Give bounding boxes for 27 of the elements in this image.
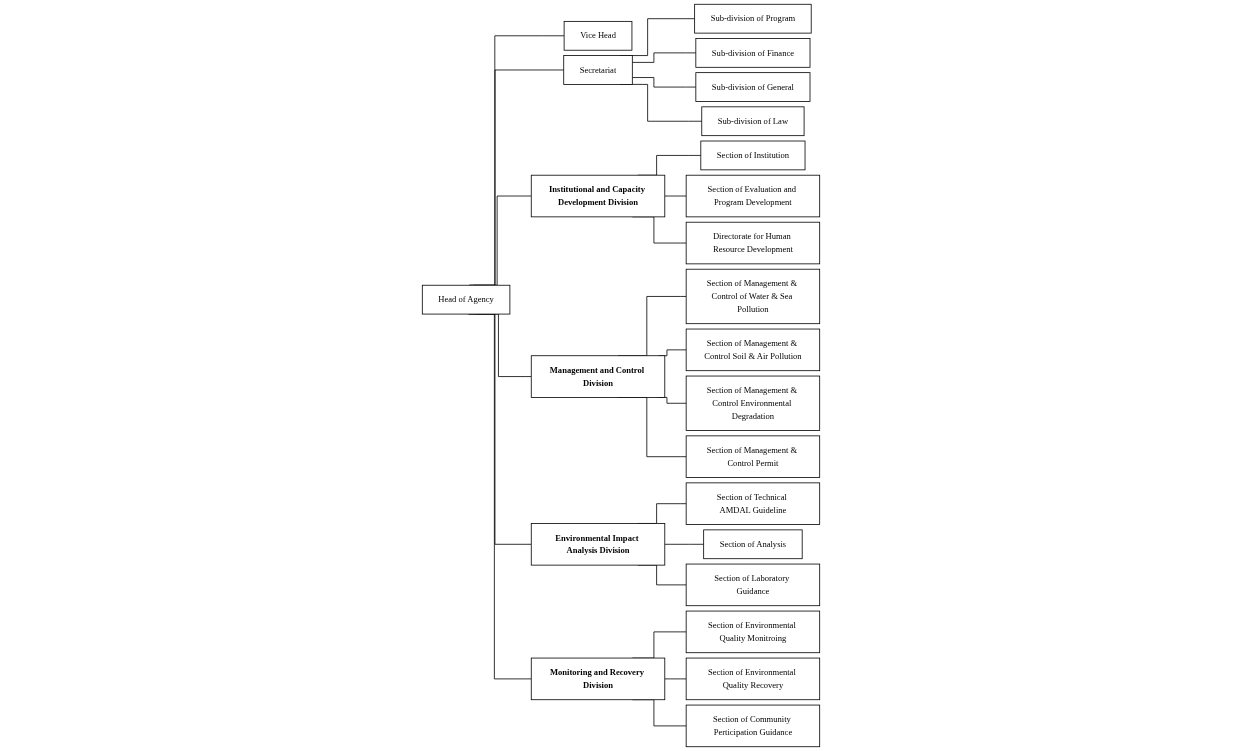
node-box: Directorate for Human Resource Development: [685, 221, 821, 265]
node-box: Section of Environmental Quality Monitroing: [685, 610, 821, 654]
node-box: Head of Agency: [421, 284, 511, 315]
node-box: Section of Management & Control of Water & Sea Pollution: [685, 268, 821, 325]
node-box: Management and Control Division: [530, 355, 666, 398]
node-box: Section of Institution: [700, 140, 806, 171]
node-box: Section of Management & Control Environmental Degradation: [685, 375, 821, 431]
node-box: Institutional and Capacity Development Division: [530, 174, 666, 218]
node-box: Environmental Impact Analysis Division: [530, 523, 666, 566]
node-box: Sub-division of Finance: [695, 38, 811, 68]
node-box: Section of Evaluation and Program Development: [685, 174, 821, 218]
connector: [664, 543, 705, 545]
node-box: Secretariat: [563, 55, 633, 85]
node-box: Monitoring and Recovery Division: [530, 657, 666, 701]
node-box: Sub-division of General: [695, 72, 811, 102]
node-box: Sub-division of Law: [701, 106, 805, 137]
node-box: Section of Management & Control Soil & Air Pollution: [685, 328, 821, 372]
connector: [631, 52, 697, 63]
node-box: Sub-division of Program: [694, 3, 812, 34]
connector: [631, 77, 697, 88]
node-box: Section of Technical AMDAL Guideline: [685, 482, 821, 525]
node-box: Section of Analysis: [703, 529, 803, 560]
node-box: Vice Head: [563, 20, 633, 51]
node-box: Section of Management & Control Permit: [685, 435, 821, 478]
node-box: Section of Laboratory Guidance: [685, 563, 821, 607]
node-box: Section of Community Perticipation Guidance: [685, 704, 821, 748]
node-box: Section of Environmental Quality Recovery: [685, 657, 821, 701]
